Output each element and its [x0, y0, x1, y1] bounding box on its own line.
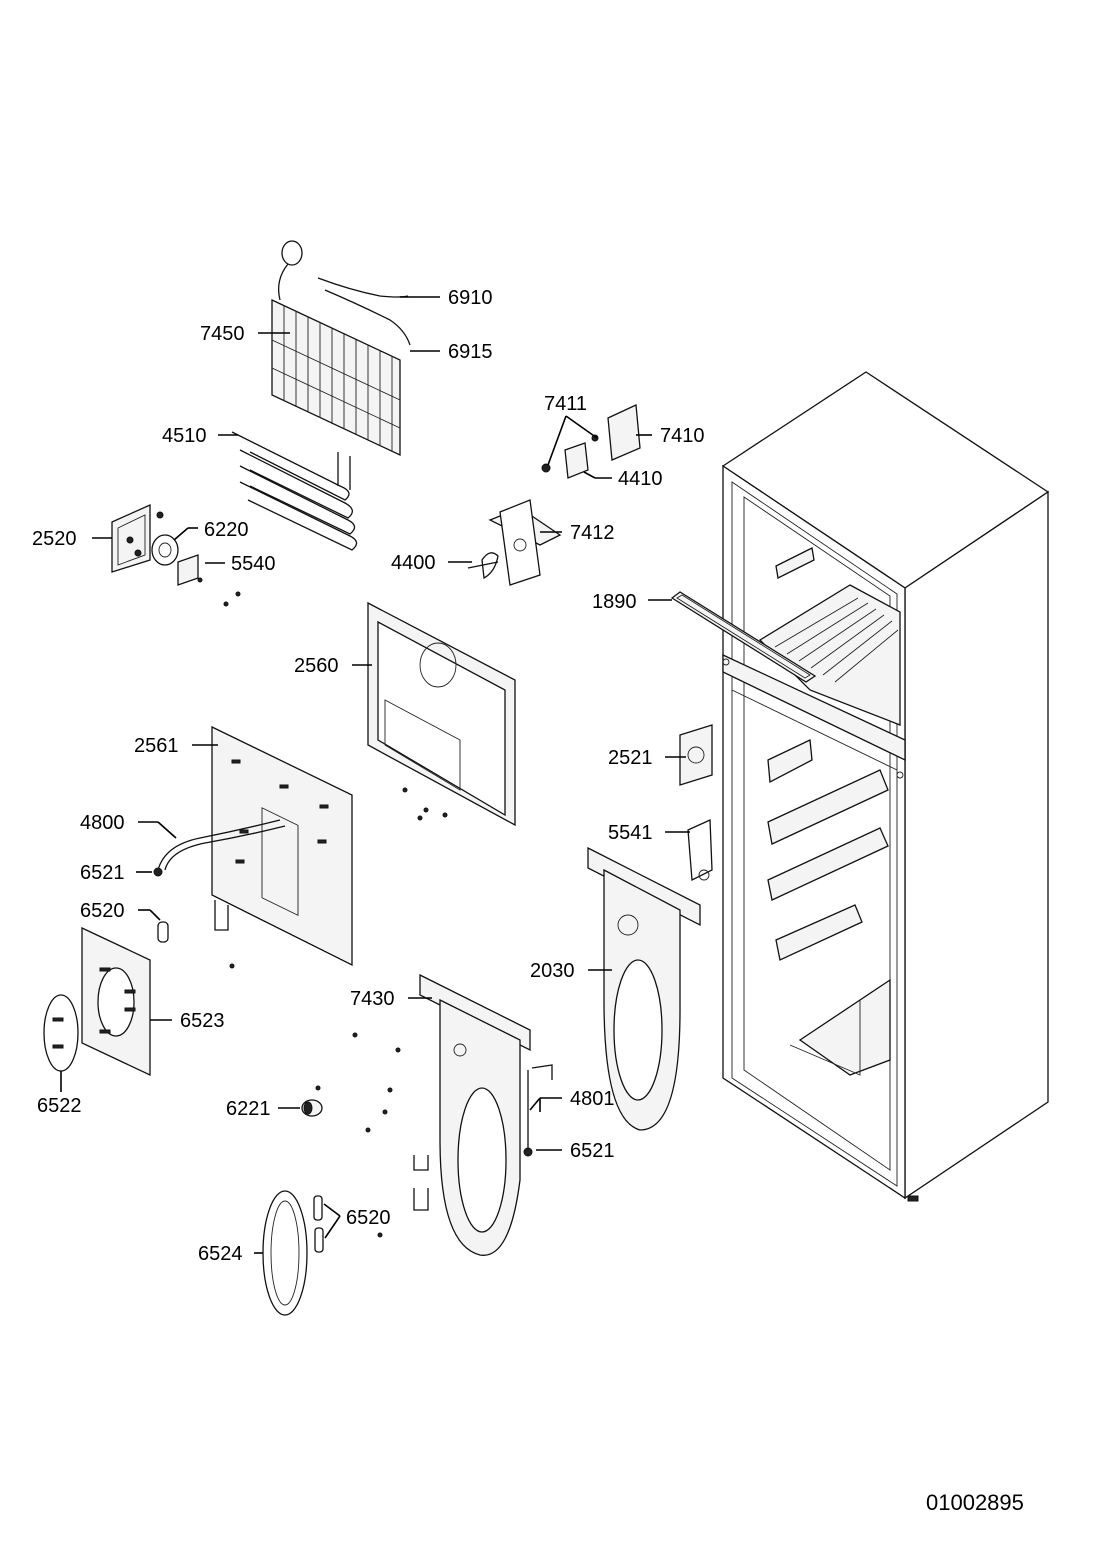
part-label-2520: 2520: [32, 528, 77, 550]
part-label-6910: 6910: [448, 287, 493, 309]
evaporator-7450: [271, 240, 411, 457]
lamp-housing-7430: [413, 973, 531, 1256]
part-label-7450: 7450: [200, 323, 245, 345]
part-label-4800: 4800: [80, 812, 125, 834]
lamp-housing-right: [587, 724, 713, 1131]
part-label-7410: 7410: [660, 425, 705, 447]
part-label-6220: 6220: [204, 519, 249, 541]
shelf-front-1890: [670, 591, 817, 683]
part-label-7411: 7411: [544, 393, 587, 415]
part-label-6915: 6915: [448, 341, 493, 363]
part-label-2030: 2030: [530, 960, 575, 982]
part-label-6520-upper: 6520: [80, 900, 125, 922]
wiring-4801: [523, 1064, 553, 1157]
part-label-4801: 4801: [570, 1088, 615, 1110]
part-label-6521-lower: 6521: [570, 1140, 615, 1162]
part-label-4400: 4400: [391, 552, 436, 574]
part-label-5540: 5540: [231, 553, 276, 575]
air-duct-2560: [367, 601, 516, 827]
part-label-4410: 4410: [618, 468, 663, 490]
part-label-7430: 7430: [350, 988, 395, 1010]
knob-6221: [301, 1099, 323, 1117]
fan-assembly: [467, 404, 641, 586]
heater-4510: [231, 431, 358, 551]
part-label-2561: 2561: [134, 735, 179, 757]
part-label-6522: 6522: [37, 1095, 82, 1117]
part-labels: 6910 7450 6915 7411 4510 7410 4410 2520 …: [32, 287, 1024, 1515]
part-label-2560: 2560: [294, 655, 339, 677]
screws: [315, 1032, 401, 1238]
lamp-lens-6524: [262, 1190, 308, 1316]
thermostat-housing-2520: [111, 503, 241, 607]
part-label-1890: 1890: [592, 591, 637, 613]
part-label-6520-lower: 6520: [346, 1207, 391, 1229]
part-label-2521: 2521: [608, 747, 653, 769]
wiring-4800: [153, 819, 286, 877]
part-label-4510: 4510: [162, 425, 207, 447]
part-label-6521-upper: 6521: [80, 862, 125, 884]
part-label-6221: 6221: [226, 1098, 271, 1120]
part-label-5541: 5541: [608, 822, 653, 844]
refrigerator-cabinet: [721, 371, 1050, 1202]
part-label-6523: 6523: [180, 1010, 225, 1032]
leader-lines: [60, 296, 690, 1254]
rear-panel-2561: [211, 725, 353, 969]
bulbs-6520: [313, 1195, 324, 1253]
drawing-code: 01002895: [926, 1490, 1024, 1515]
part-label-7412: 7412: [570, 522, 615, 544]
part-label-6524: 6524: [198, 1243, 243, 1265]
lamp-cover-group: [43, 921, 169, 1077]
